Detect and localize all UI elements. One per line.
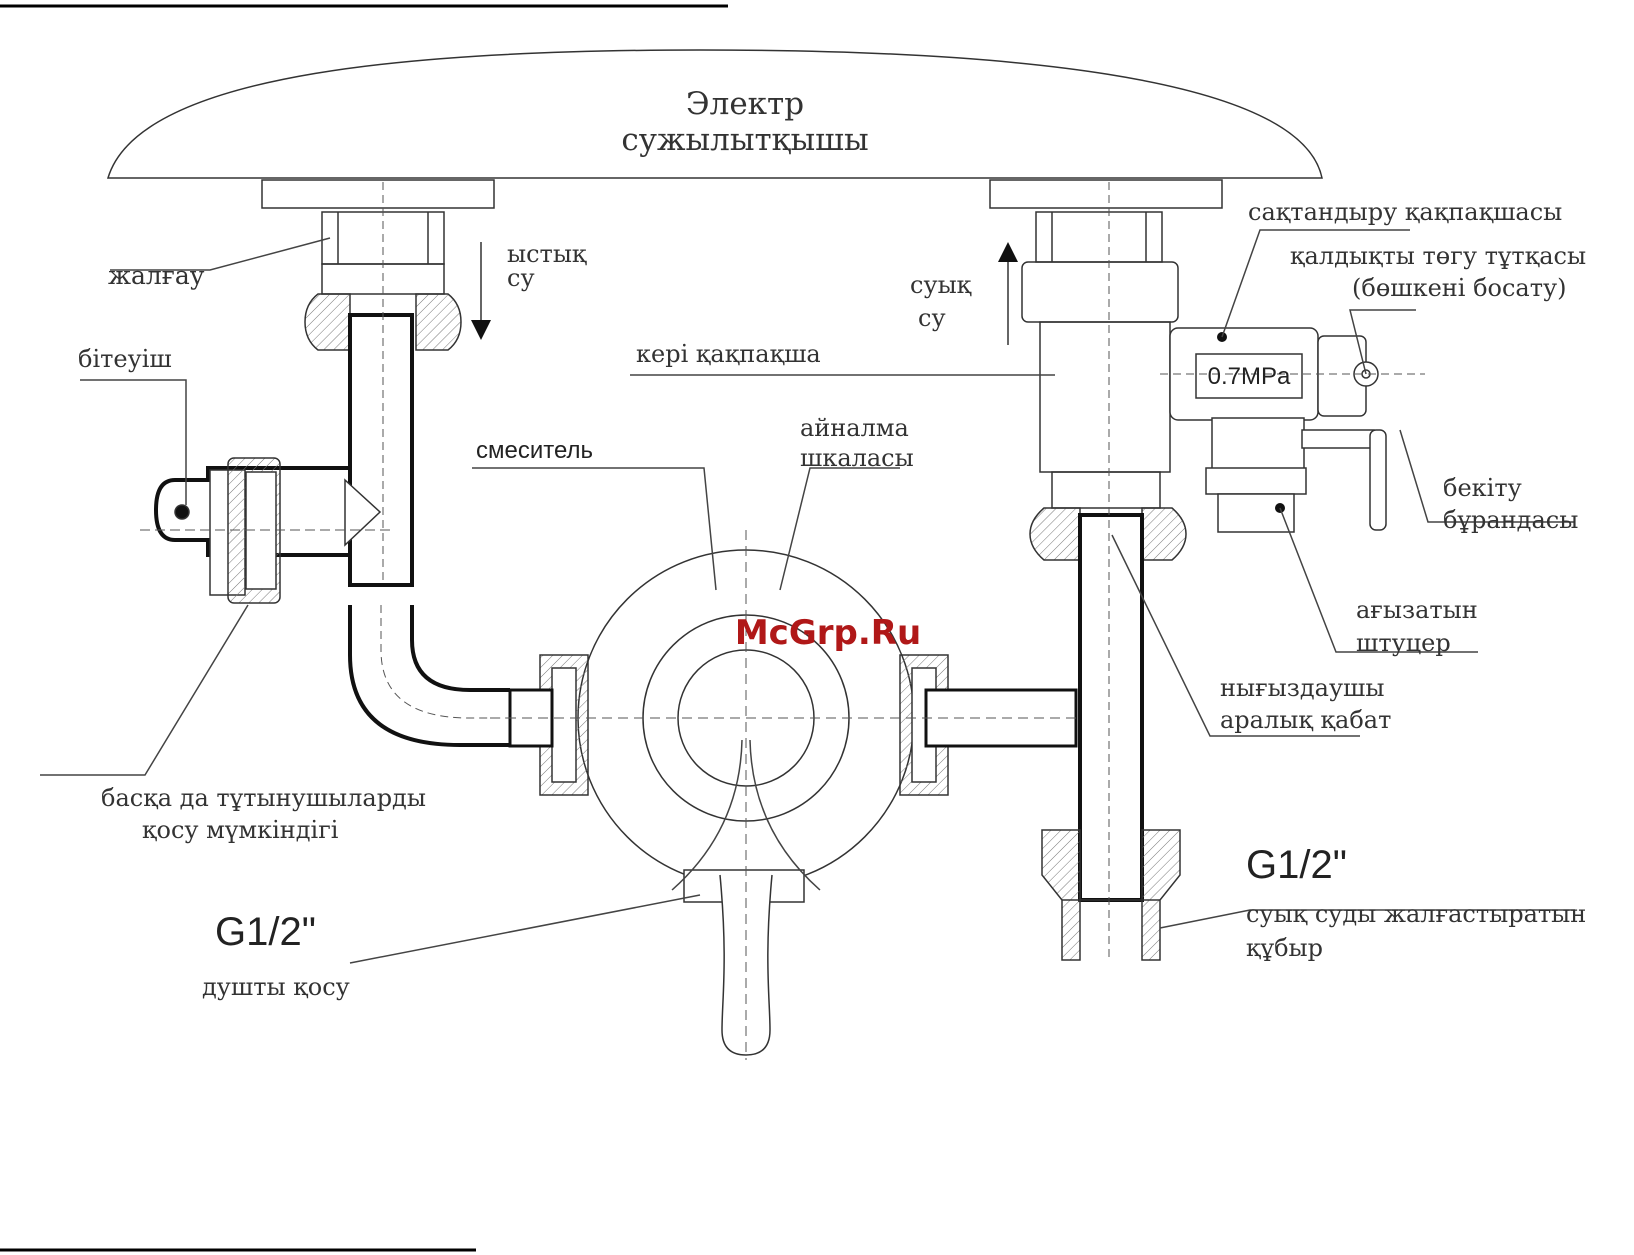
hot-outlet-assembly [261, 179, 495, 295]
hot-water-label-1: ыстық [507, 240, 587, 268]
hot-nut-hatched [304, 293, 462, 351]
drain-handle-label-1: қалдықты төгу тұтқасы [1290, 242, 1586, 270]
pressure-rating: 0.7MPa [1208, 363, 1291, 390]
leader-lines [40, 229, 1575, 964]
gasket-label-2: аралық қабат [1220, 706, 1391, 734]
thread-size-left: G1/2" [215, 910, 316, 954]
hot-elbow-pipe [348, 605, 510, 747]
heater-label-line1: Электр [686, 86, 804, 122]
gasket-label-1: нығыздаушы [1220, 674, 1384, 702]
fix-screw-label-2: бұрандасы [1443, 506, 1578, 534]
hot-water-label-2: су [507, 264, 535, 292]
consumers-label-2: қосу мүмкіндігі [142, 816, 339, 844]
scale-label-1: айналма [800, 414, 909, 442]
thread-size-right: G1/2" [1246, 843, 1347, 887]
watermark: McGrp.Ru [735, 613, 921, 653]
cold-flow-arrow [998, 242, 1018, 262]
shower-label: душты қосу [202, 973, 350, 1001]
cold-vertical-pipe [1078, 513, 1144, 902]
scale-label-2: шкаласы [800, 444, 914, 472]
cold-inlet-fitting [1041, 829, 1181, 961]
fix-screw-label-1: бекіту [1443, 474, 1522, 502]
hot-flow-arrow [471, 320, 491, 340]
cold-water-label-1: суық [910, 271, 972, 299]
hot-vertical-pipe [348, 313, 414, 587]
mixer-label: смеситель [476, 437, 593, 464]
plug-label: бітеуіш [78, 345, 172, 373]
drain-fitting-label-1: ағызатын [1356, 596, 1478, 624]
mixer-left-nut [508, 654, 589, 796]
consumers-label-1: басқа да тұтынушыларды [101, 784, 426, 812]
cold-nut-hatched [1029, 507, 1187, 561]
cold-pipe-label-1: суық суды жалғастыратын [1246, 900, 1586, 928]
drain-fitting-label-2: штуцер [1356, 629, 1451, 657]
cold-pipe-label-2: құбыр [1246, 934, 1323, 962]
heater-label-line2: сужылытқышы [621, 122, 868, 158]
cold-water-label-2: су [918, 304, 946, 332]
plug-assembly [140, 457, 390, 604]
safety-valve-label: сақтандыру қақпақшасы [1248, 198, 1562, 226]
mixer-right-nut [899, 654, 1078, 796]
safety-valve [1169, 327, 1387, 533]
heater-body [106, 49, 1323, 179]
drain-handle-label-2: (бөшкені босату) [1352, 274, 1567, 302]
elbow-axis [380, 605, 520, 719]
check-valve-label: кері қақпақша [636, 340, 821, 368]
coupling-label: жалғау [108, 261, 205, 290]
